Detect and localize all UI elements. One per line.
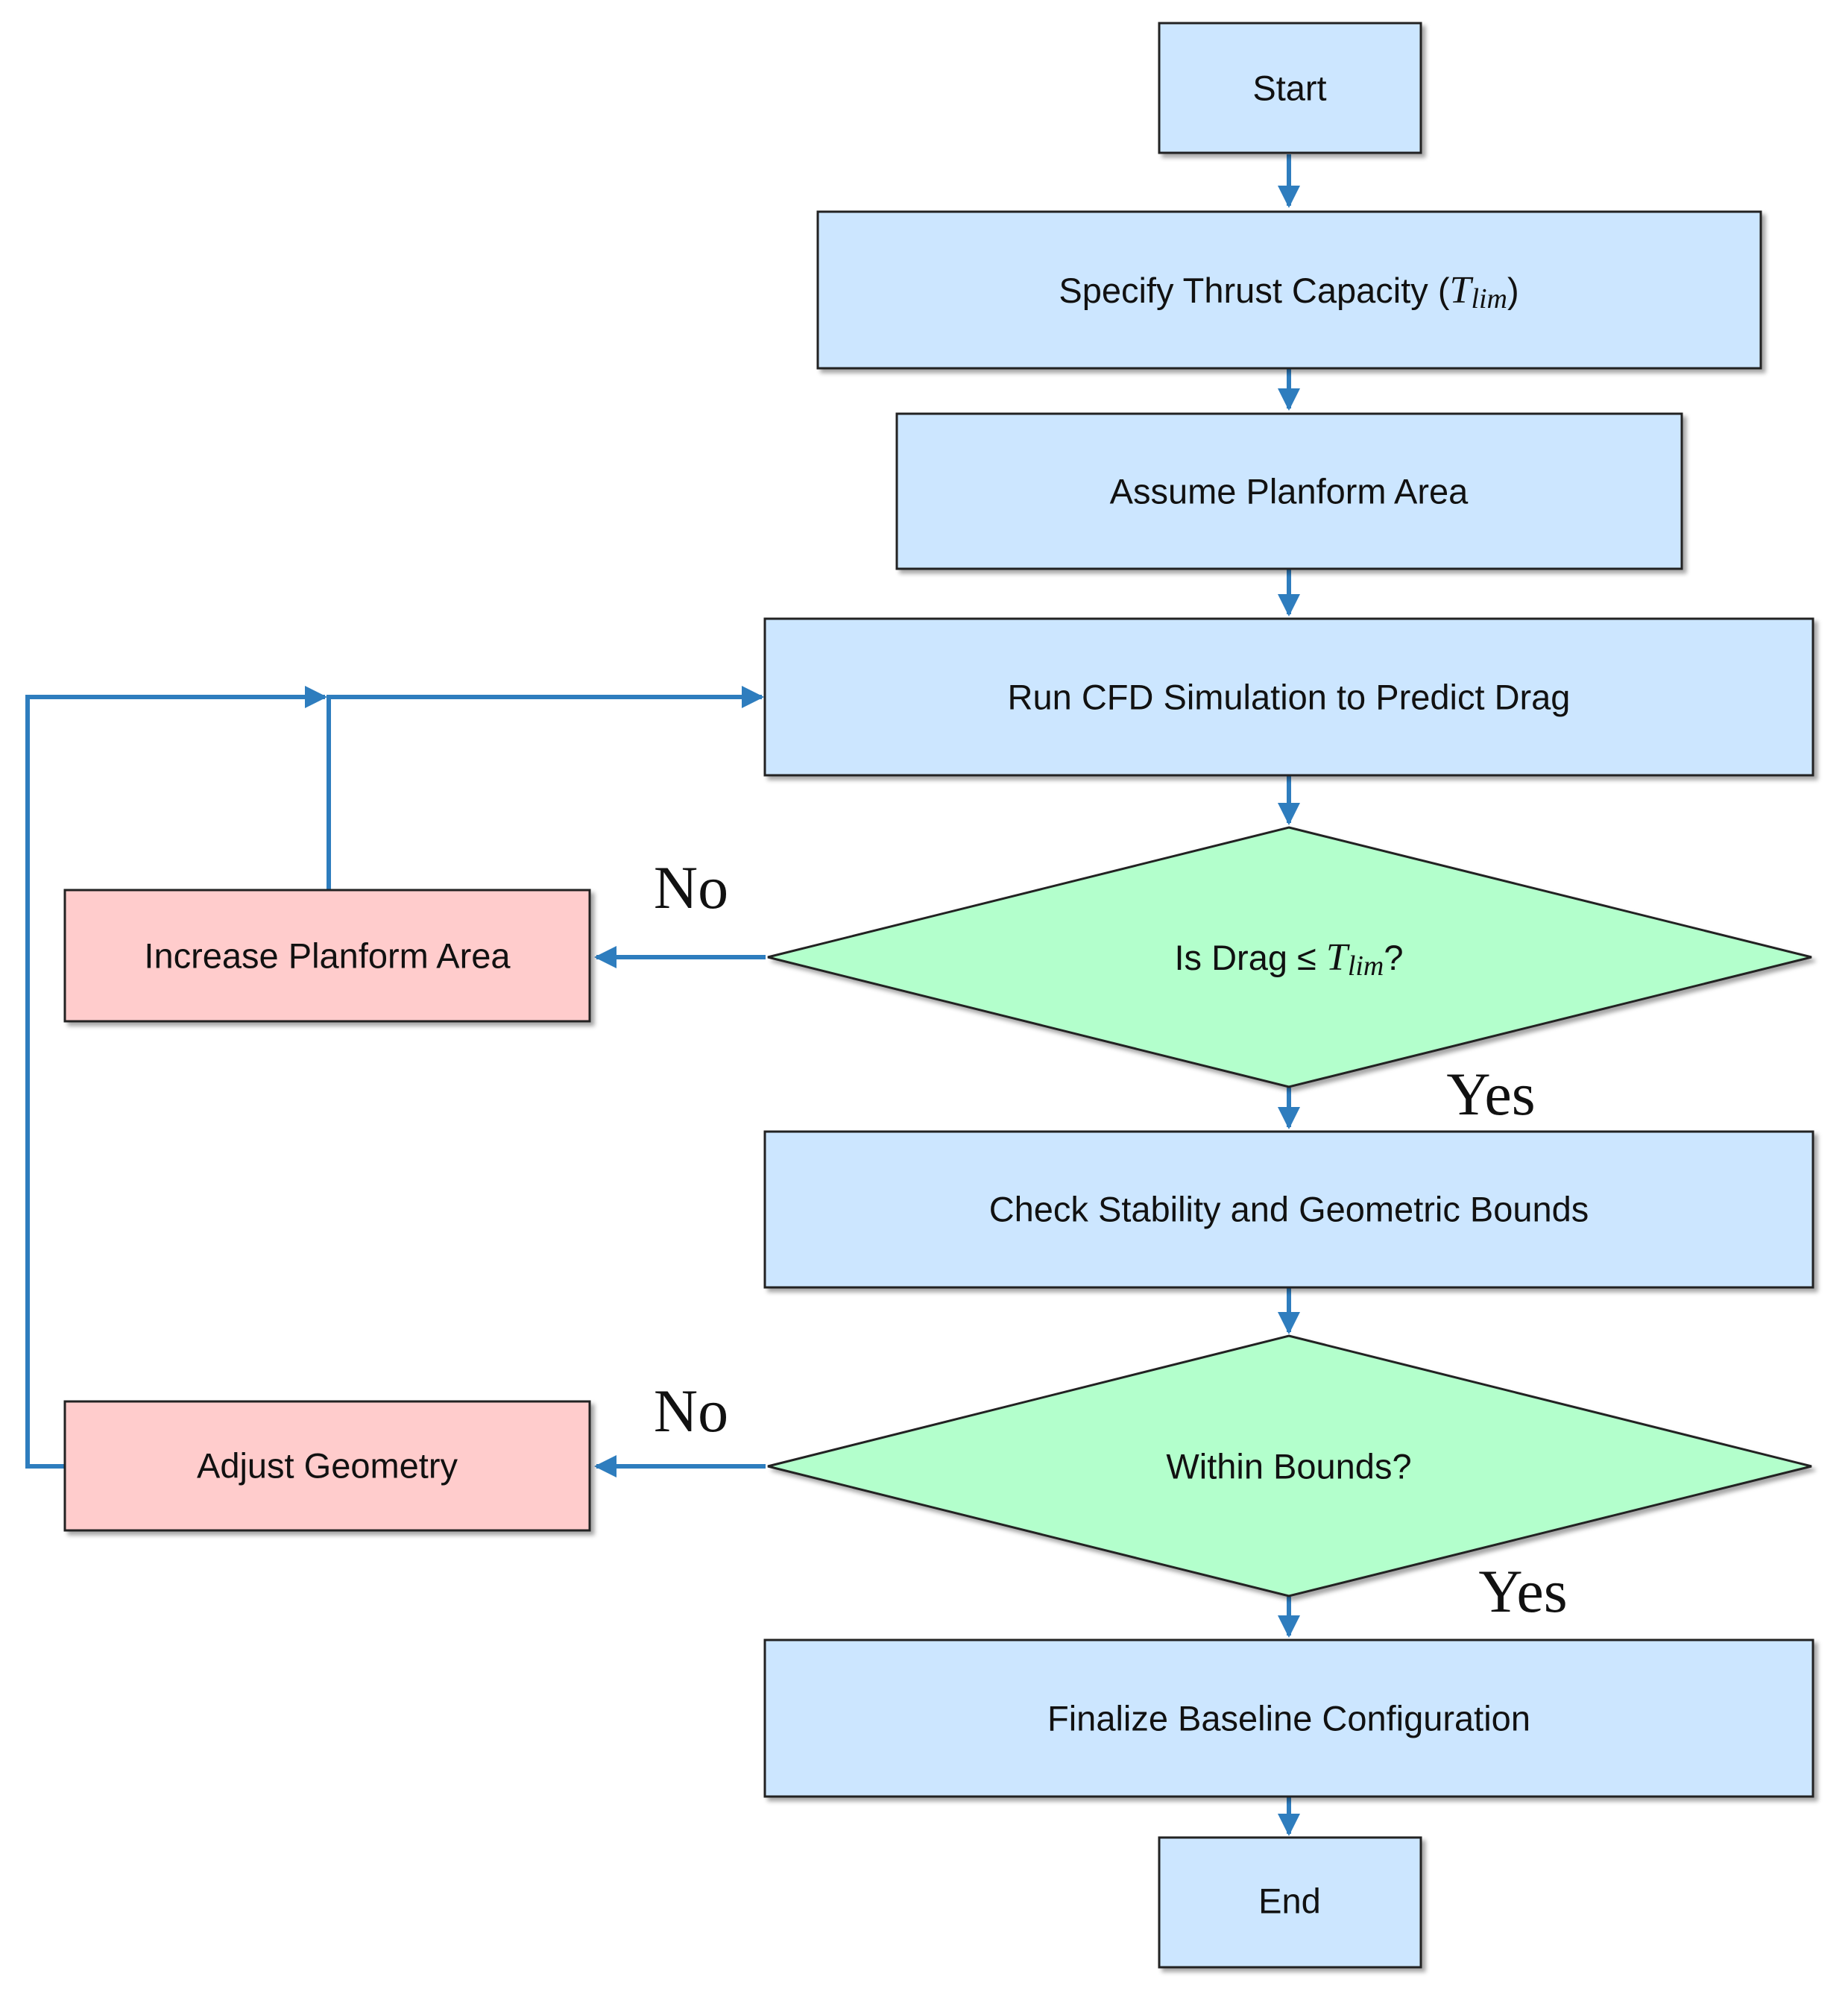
svg-text:Specify Thrust Capacity (Tlim): Specify Thrust Capacity (Tlim) [1059, 269, 1519, 315]
loop-adjust-to-cfd [25, 686, 327, 1469]
node-run-cfd: Run CFD Simulation to Predict Drag [763, 617, 1814, 777]
decision-drag-check: Is Drag ≤ Tlim? [767, 826, 1812, 1088]
node-end: End [1158, 1836, 1422, 1969]
drag-check-text: Is Drag ≤ [1174, 938, 1325, 977]
node-assume-planform: Assume Planform Area [895, 412, 1683, 570]
t-symbol: T [1326, 936, 1350, 979]
node-adjust-geometry-label: Adjust Geometry [197, 1446, 458, 1486]
label-drag-no: No [654, 854, 728, 921]
connectors [25, 154, 1300, 1836]
specify-thrust-suffix: ) [1507, 271, 1519, 310]
node-run-cfd-label: Run CFD Simulation to Predict Drag [1008, 678, 1571, 717]
node-finalize: Finalize Baseline Configuration [763, 1638, 1814, 1798]
node-adjust-geometry: Adjust Geometry [63, 1400, 591, 1532]
node-start: Start [1158, 22, 1422, 154]
node-specify-thrust: Specify Thrust Capacity (Tlim) [816, 210, 1762, 370]
t-symbol: T [1450, 269, 1474, 312]
decision-within-bounds-label: Within Bounds? [1166, 1447, 1411, 1486]
lim-subscript: lim [1471, 283, 1507, 315]
node-check-stability: Check Stability and Geometric Bounds [763, 1130, 1814, 1289]
node-increase-planform: Increase Planform Area [63, 889, 591, 1023]
node-assume-planform-label: Assume Planform Area [1110, 472, 1469, 511]
lim-subscript: lim [1348, 950, 1384, 982]
decision-within-bounds: Within Bounds? [767, 1334, 1812, 1597]
node-start-label: Start [1252, 69, 1326, 108]
specify-thrust-text: Specify Thrust Capacity ( [1059, 271, 1450, 310]
node-increase-planform-label: Increase Planform Area [144, 936, 511, 976]
node-check-stability-label: Check Stability and Geometric Bounds [989, 1190, 1589, 1229]
drag-check-suffix: ? [1384, 938, 1403, 977]
loop-increase-to-cfd [327, 686, 764, 890]
svg-text:Is Drag ≤ Tlim?: Is Drag ≤ Tlim? [1174, 936, 1403, 983]
label-bounds-yes: Yes [1478, 1557, 1567, 1625]
node-finalize-label: Finalize Baseline Configuration [1047, 1699, 1530, 1738]
node-end-label: End [1258, 1882, 1321, 1921]
label-drag-yes: Yes [1446, 1060, 1535, 1128]
label-bounds-no: No [654, 1377, 728, 1445]
